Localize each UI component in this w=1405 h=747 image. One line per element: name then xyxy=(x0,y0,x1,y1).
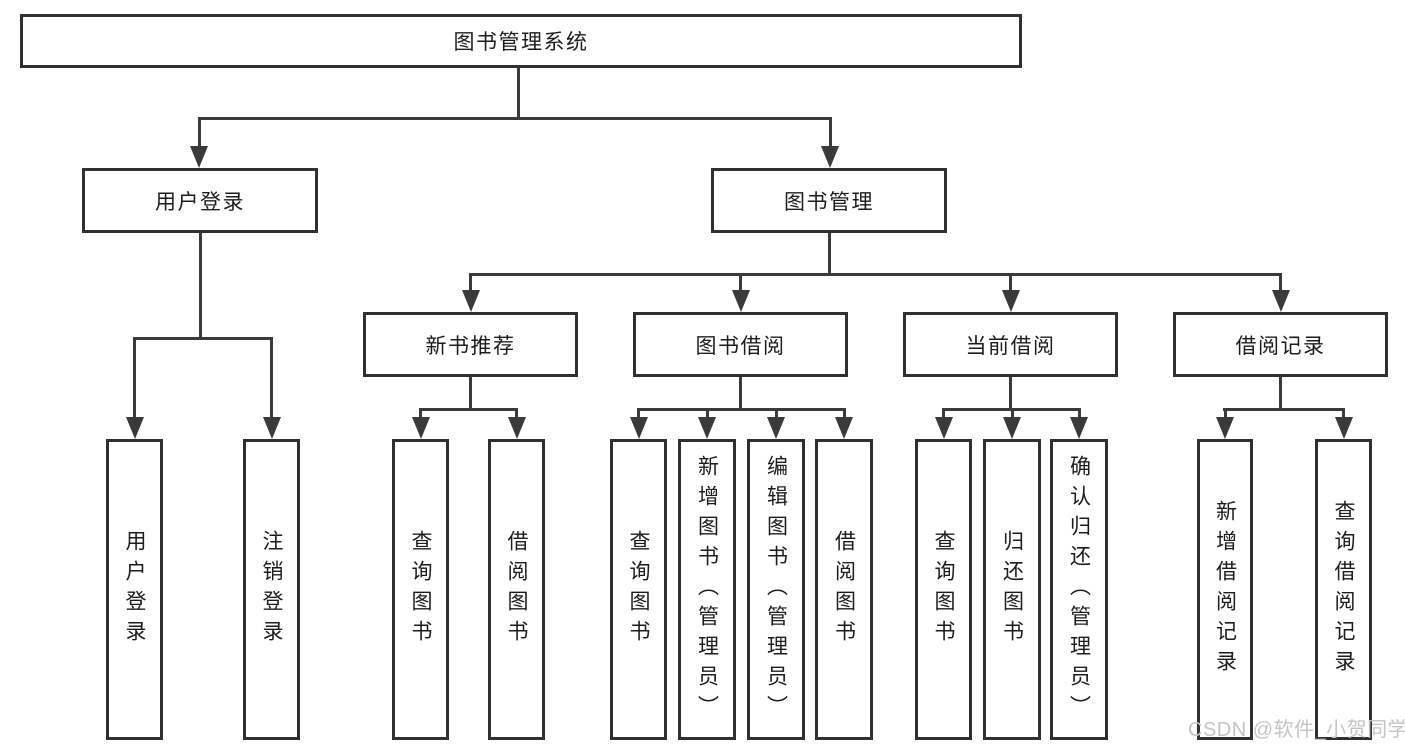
connector-line xyxy=(827,233,831,276)
leaf-br-add-record: 新增借阅记录 xyxy=(1197,439,1253,740)
connector-line xyxy=(198,233,202,340)
arrow-down-icon xyxy=(1271,273,1290,312)
arrow-down-icon xyxy=(1070,408,1088,439)
leaf-cb-return-book-label: 归还图书 xyxy=(1000,529,1024,650)
connector-line xyxy=(419,408,518,411)
leaf-br-query-record-label: 查询借阅记录 xyxy=(1332,499,1355,680)
arrow-down-icon xyxy=(934,408,953,439)
leaf-bb-edit-book-admin: 编辑图书（管理员） xyxy=(747,439,805,740)
leaf-br-add-record-label: 新增借阅记录 xyxy=(1213,499,1237,680)
arrow-down-icon xyxy=(731,273,750,312)
node-borrow-records-label: 借阅记录 xyxy=(1235,334,1326,358)
node-root: 图书管理系统 xyxy=(20,14,1022,68)
leaf-bb-borrow-book: 借阅图书 xyxy=(815,439,873,740)
node-user-login: 用户登录 xyxy=(82,168,318,233)
arrow-down-icon xyxy=(767,408,785,439)
connector-line xyxy=(1279,377,1282,411)
arrow-down-icon xyxy=(262,337,281,439)
node-book-borrow-label: 图书借阅 xyxy=(695,334,786,358)
leaf-logout: 注销登录 xyxy=(243,439,300,740)
arrow-down-icon xyxy=(125,337,144,439)
arrow-down-icon xyxy=(629,408,648,439)
connector-line xyxy=(516,68,520,120)
leaf-bb-query-book-label: 查询图书 xyxy=(627,529,650,650)
node-current-borrow: 当前借阅 xyxy=(903,312,1118,377)
leaf-bb-add-book-admin-label: 新增图书（管理员） xyxy=(695,454,719,725)
node-borrow-records: 借阅记录 xyxy=(1173,312,1388,377)
connector-line xyxy=(637,408,846,411)
connector-line xyxy=(1223,408,1345,411)
arrow-down-icon xyxy=(1216,408,1234,439)
node-current-borrow-label: 当前借阅 xyxy=(965,334,1056,358)
watermark: CSDN @软件_小贺同学 xyxy=(1188,719,1405,741)
node-root-label: 图书管理系统 xyxy=(453,31,589,54)
arrow-down-icon xyxy=(461,273,480,312)
arrow-down-icon xyxy=(698,408,716,439)
leaf-cb-confirm-return-admin: 确认归还（管理员） xyxy=(1050,439,1108,740)
leaf-cb-confirm-return-admin-label: 确认归还（管理员） xyxy=(1067,454,1091,725)
leaf-logout-label: 注销登录 xyxy=(260,529,283,650)
connector-line xyxy=(469,377,472,411)
leaf-br-query-record: 查询借阅记录 xyxy=(1315,439,1372,740)
arrow-down-icon xyxy=(190,117,208,168)
connector-line xyxy=(197,117,832,120)
leaf-user-login: 用户登录 xyxy=(106,439,163,740)
leaf-nbr-borrow-book: 借阅图书 xyxy=(488,439,545,740)
arrow-down-icon xyxy=(835,408,853,439)
leaf-cb-return-book: 归还图书 xyxy=(983,439,1041,740)
leaf-bb-query-book: 查询图书 xyxy=(610,439,667,740)
node-book-borrow: 图书借阅 xyxy=(633,312,848,377)
arrow-down-icon xyxy=(507,408,526,439)
arrow-down-icon xyxy=(1334,408,1353,439)
node-new-book-recommend-label: 新书推荐 xyxy=(425,334,516,358)
node-new-book-recommend: 新书推荐 xyxy=(363,312,578,377)
arrow-down-icon xyxy=(1001,273,1020,312)
leaf-bb-edit-book-admin-label: 编辑图书（管理员） xyxy=(764,454,788,725)
node-book-management: 图书管理 xyxy=(711,168,947,233)
arrow-down-icon xyxy=(821,117,839,168)
node-book-management-label: 图书管理 xyxy=(784,190,874,214)
leaf-cb-query-book: 查询图书 xyxy=(915,439,972,740)
connector-line xyxy=(133,337,273,340)
arrow-down-icon xyxy=(1003,408,1021,439)
connector-line xyxy=(739,377,742,411)
leaf-bb-borrow-book-label: 借阅图书 xyxy=(832,529,856,650)
leaf-nbr-borrow-book-label: 借阅图书 xyxy=(505,529,528,650)
leaf-cb-query-book-label: 查询图书 xyxy=(932,529,955,650)
leaf-nbr-query-book-label: 查询图书 xyxy=(409,529,432,650)
connector-line xyxy=(1009,377,1012,411)
connector-line xyxy=(469,273,1282,276)
leaf-nbr-query-book: 查询图书 xyxy=(392,439,449,740)
leaf-bb-add-book-admin: 新增图书（管理员） xyxy=(678,439,736,740)
arrow-down-icon xyxy=(411,408,430,439)
leaf-user-login-label: 用户登录 xyxy=(123,529,146,650)
node-user-login-label: 用户登录 xyxy=(155,190,245,214)
